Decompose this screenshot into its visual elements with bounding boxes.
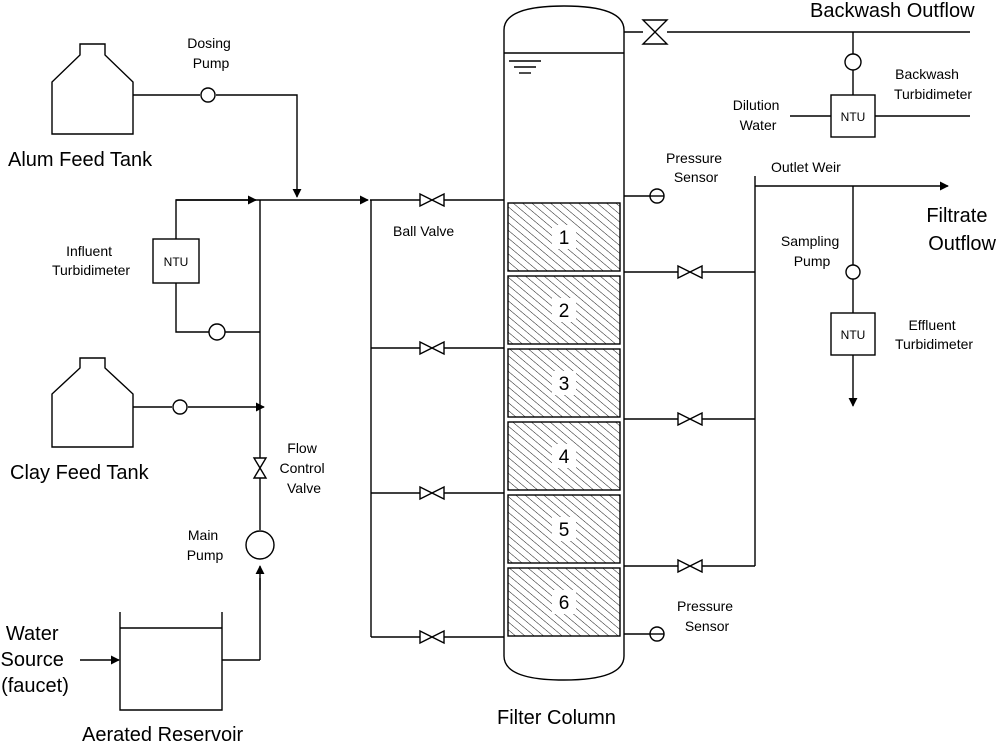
pressure-sensor-bottom-label: Pressure Sensor (677, 598, 737, 634)
dilution-water-label: Dilution Water (733, 97, 784, 133)
influent-turbidimeter-label: Influent Turbidimeter (52, 243, 130, 278)
filtrate-outflow-line-1: Filtrate (926, 205, 987, 227)
dosing-pump-label: Dosing Pump (187, 35, 234, 71)
effluent-turbidimeter-label: Effluent Turbidimeter (895, 317, 973, 352)
filter-section-label-bg (552, 590, 576, 614)
clay-pump-icon (172, 399, 188, 415)
aerated-reservoir-label: Aerated Reservoir (82, 724, 244, 742)
filter-sections: 1 2 3 4 5 6 (507, 202, 621, 637)
pressure-sensor-top-line-2: Sensor (674, 169, 719, 185)
dilution-water-line-1: Dilution (733, 97, 780, 113)
main-pump-icon (245, 530, 275, 560)
pressure-sensor-top-line-1: Pressure (666, 150, 722, 166)
aerated-reservoir-tank (119, 612, 223, 711)
alum-feed-tank-label: Alum Feed Tank (8, 149, 153, 171)
pressure-sensor-bottom-line-2: Sensor (685, 618, 730, 634)
influent-turbidimeter-box (152, 238, 200, 284)
left-tap-1-valve-icon (419, 340, 445, 356)
water-source-line-2: Source (1, 649, 64, 671)
backwash-turbidimeter-line-1: Backwash (895, 66, 959, 82)
clay-feed-tank-label: Clay Feed Tank (10, 462, 150, 484)
pressure-sensor-top-icon (649, 188, 665, 204)
dilution-water-line-2: Water (740, 117, 777, 133)
filter-section-label-bg (552, 444, 576, 468)
effluent-turbidimeter-line-1: Effluent (908, 317, 955, 333)
influent-turbidimeter-line-1: Influent (66, 243, 112, 259)
effluent-turbidimeter-line-2: Turbidimeter (895, 336, 973, 352)
backwash-pump-icon (844, 53, 862, 71)
filter-section-number: 3 (559, 374, 570, 395)
influent-pump-icon (208, 323, 226, 341)
filtrate-outflow-label: Filtrate Outflow (926, 205, 996, 255)
backwash-ntu-label: NTU (841, 110, 866, 124)
flow-control-valve-line-1: Flow (287, 440, 317, 456)
effluent-ntu-label: NTU (841, 328, 866, 342)
water-source-label: Water Source (faucet) (1, 623, 70, 697)
ball-valve-label: Ball Valve (393, 223, 454, 239)
ball-valve-icon (419, 192, 445, 208)
filter-section-number: 2 (559, 301, 570, 322)
filtrate-outflow-line-2: Outflow (928, 233, 996, 255)
pressure-sensor-top-label: Pressure Sensor (666, 150, 726, 185)
right-tap-1-valve-icon (677, 264, 703, 280)
alum-dosing-line-to-main (216, 94, 302, 198)
flow-control-valve-icon (252, 457, 268, 479)
main-pump-line-1: Main (188, 527, 218, 543)
sampling-pump-line-2: Pump (794, 253, 831, 269)
filter-section-number: 1 (559, 228, 570, 249)
main-pump-line-2: Pump (187, 547, 224, 563)
flow-control-valve-line-3: Valve (287, 480, 321, 496)
dosing-pump-line-1: Dosing (187, 35, 231, 51)
backwash-valve-icon (641, 19, 669, 45)
backwash-turbidimeter-label: Backwash Turbidimeter (894, 66, 972, 102)
alum-feed-tank (51, 43, 134, 135)
backwash-turbidimeter-line-2: Turbidimeter (894, 86, 972, 102)
main-pump-label: Main Pump (187, 527, 224, 563)
sampling-pump-label: Sampling Pump (781, 233, 843, 269)
influent-ntu-label: NTU (164, 255, 189, 269)
sampling-pump-line-1: Sampling (781, 233, 839, 249)
pressure-sensor-bottom-icon (649, 626, 665, 642)
filter-section-label-bg (552, 298, 576, 322)
clay-feed-tank (51, 357, 134, 448)
filter-section-number: 4 (559, 447, 570, 468)
water-source-line-1: Water (6, 623, 59, 645)
influent-sample-line (175, 199, 260, 239)
dosing-pump-line-2: Pump (193, 55, 230, 71)
flow-control-valve-label: Flow Control Valve (279, 440, 328, 496)
backwash-outflow-label: Backwash Outflow (810, 0, 975, 22)
sampling-pump-icon (845, 264, 861, 280)
flow-control-valve-line-2: Control (279, 460, 324, 476)
filter-section-label-bg (552, 517, 576, 541)
water-source-line-3: (faucet) (1, 675, 69, 697)
filter-column-label: Filter Column (497, 707, 616, 729)
left-tap-2-valve-icon (419, 485, 445, 501)
dosing-pump-icon (200, 87, 216, 103)
influent-turbidimeter-line-2: Turbidimeter (52, 262, 130, 278)
left-tap-3-valve-icon (419, 629, 445, 645)
influent-return-line (175, 283, 209, 333)
right-tap-2-valve-icon (677, 411, 703, 427)
filter-section-label-bg (552, 371, 576, 395)
water-surface-icon (509, 60, 541, 74)
filter-section-label-bg (552, 225, 576, 249)
filter-section-number: 5 (559, 520, 570, 541)
outlet-weir-label: Outlet Weir (771, 159, 841, 175)
filter-section-number: 6 (559, 593, 570, 614)
right-tap-3-valve-icon (677, 558, 703, 574)
pressure-sensor-bottom-line-1: Pressure (677, 598, 733, 614)
